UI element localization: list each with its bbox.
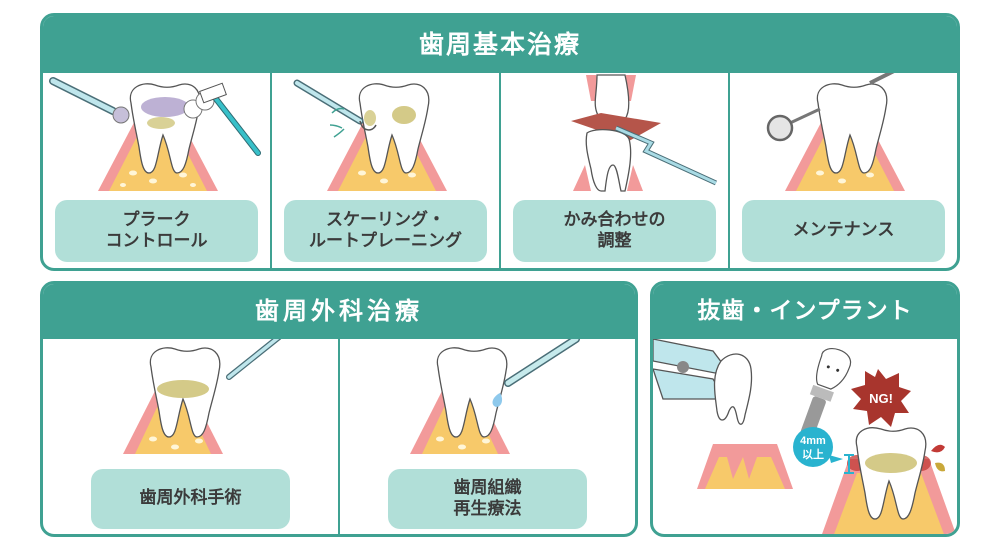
svg-text:以上: 以上 [802,447,824,461]
label-periodontal-surgery: 歯周外科手術 [91,469,290,529]
panel-title-basic: 歯周基本治療 [43,16,957,73]
dental-mirror-icon [766,114,794,142]
scaling-illustration [272,73,499,198]
diseased-tooth-icon [855,427,927,520]
card-occlusal-adjustment: かみ合わせの 調整 [501,73,730,268]
scalpel-icon [227,339,280,379]
lower-tooth-icon [585,128,632,192]
ng-label: NG! [869,391,893,406]
plaque-control-illustration [43,73,270,198]
card-tissue-regeneration: 歯周組織 再生療法 [340,339,635,534]
periodontal-surgery-illustration [43,339,338,464]
extraction-implant-illustration: NG! 4mm 以上 [653,339,957,534]
worried-tooth-icon [816,348,852,390]
toothbrush-icon [211,93,260,155]
card-periodontal-surgery: 歯周外科手術 [43,339,340,534]
label-maintenance: メンテナンス [742,200,945,262]
syringe-icon [505,339,579,386]
panel-title-surgery: 歯周外科治療 [43,284,635,339]
tooth-icon [358,83,430,174]
panel-extraction-implant: 抜歯・インプラント NG! [650,281,960,537]
label-plaque-control: プラーク コントロール [55,200,258,262]
panel-title-extraction: 抜歯・インプラント [653,284,957,339]
label-tissue-regeneration: 歯周組織 再生療法 [388,469,587,529]
forceps-holder-icon [615,126,717,185]
extracted-tooth-icon [713,353,753,425]
tissue-regeneration-illustration [340,339,635,464]
scaler-icon [295,81,362,123]
ng-burst-icon [851,369,911,427]
articulating-paper-icon [571,113,661,141]
air-polisher-icon [50,78,116,114]
emdogain-drop-icon [492,393,503,407]
tooth-icon [436,347,508,438]
panel-basic-periodontal-treatment: 歯周基本治療 [40,13,960,271]
healthy-tooth-icon [816,83,888,174]
svg-text:4mm: 4mm [800,435,826,447]
implant-icon [800,396,826,438]
label-occlusal-adjustment: かみ合わせの 調整 [513,200,716,262]
label-scaling-root-planing: スケーリング・ ルートプレーニング [284,200,487,262]
card-maintenance: メンテナンス [730,73,957,268]
maintenance-illustration [730,73,957,198]
occlusal-adjustment-illustration [501,73,728,198]
pocket-depth-badge [793,427,833,467]
card-scaling-root-planing: スケーリング・ ルートプレーニング [272,73,501,268]
card-plaque-control: プラーク コントロール [43,73,272,268]
panel-periodontal-surgery: 歯周外科治療 歯周外科手術 [40,281,638,537]
extraction-forceps-icon [653,339,726,374]
